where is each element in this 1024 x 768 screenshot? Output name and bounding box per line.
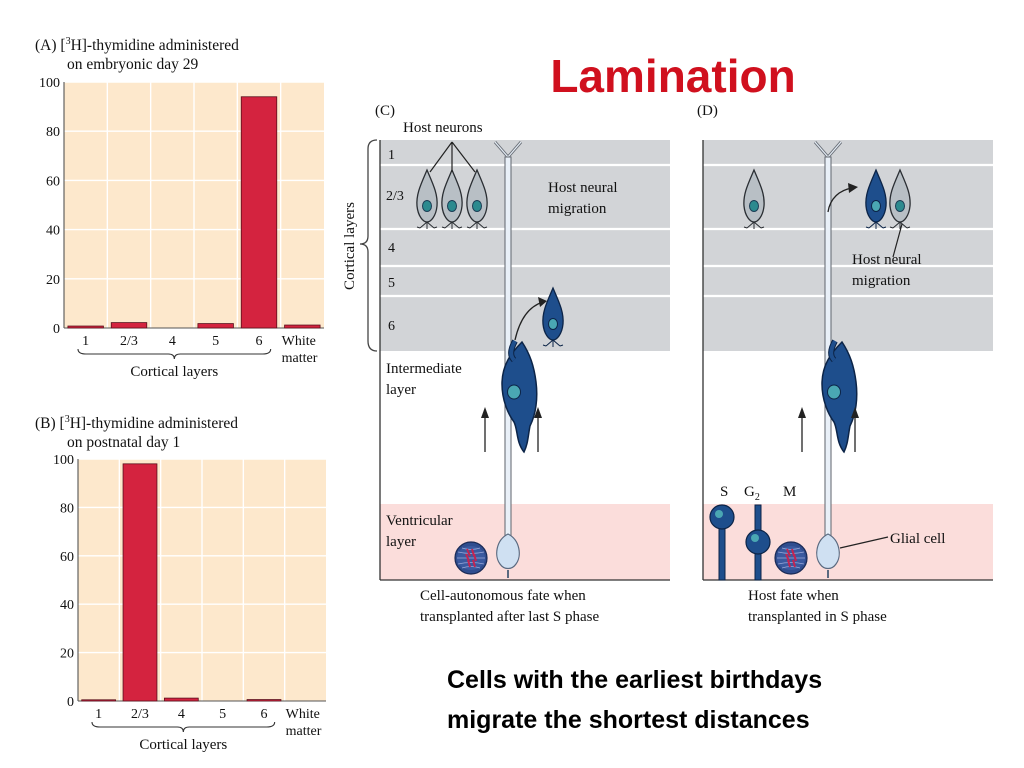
x-tick-label: 1 [82, 334, 89, 349]
phase-s-label: S [720, 484, 728, 500]
y-tick-label: 40 [60, 598, 74, 613]
x-tick-label: 5 [212, 334, 219, 349]
y-tick-label: 20 [46, 273, 60, 288]
x-tick-label: 6 [261, 707, 268, 722]
bar [240, 96, 278, 329]
bar [122, 463, 158, 702]
y-tick-label: 0 [67, 695, 74, 710]
panel-c-layer-lines [380, 163, 670, 298]
x-tick-label: 1 [95, 707, 102, 722]
x-tick-label: 5 [219, 707, 226, 722]
category-brace [91, 721, 276, 733]
panel-c-ventricular-band [380, 504, 670, 580]
panel-d-cortical-plate [703, 140, 993, 351]
bar [197, 323, 234, 329]
chart-b-title: (B) [3H]-thymidine administered [35, 414, 238, 432]
panel-c-label: (C) [375, 103, 395, 119]
cortical-layers-vertical-label: Cortical layers [342, 202, 358, 290]
y-tick-label: 60 [46, 174, 60, 189]
x-tick-label: 4 [178, 707, 185, 722]
y-tick-label: 100 [53, 453, 74, 468]
bar [246, 699, 282, 702]
slide-title: Lamination [550, 50, 795, 102]
chart-b: (B) [3H]-thymidine administered on postn… [35, 414, 326, 753]
panel-c-cortical-plate [380, 140, 670, 351]
glial-cell-label: Glial cell [890, 531, 945, 547]
panel-c-layer-1: 1 [388, 148, 395, 163]
host-neurons-label: Host neurons [403, 120, 483, 136]
phase-m-label: M [783, 484, 796, 500]
glial-cell-body [816, 533, 840, 570]
chart-a: (A) [3H]-thymidine administered on embry… [35, 36, 324, 380]
phase-g2-label: G2 [744, 484, 760, 503]
panel-c-dividing-cell [454, 541, 488, 575]
panel-c-layer-5: 5 [388, 276, 395, 291]
panel-c-up-arrows [481, 407, 542, 452]
x-axis-label: Cortical layers [139, 737, 227, 753]
panel-c-layer-23: 2/3 [386, 189, 404, 204]
y-tick-label: 100 [39, 76, 60, 91]
x-tick-label: 6 [256, 334, 263, 349]
bar [110, 322, 148, 329]
bar [284, 324, 321, 329]
panel-d-label: (D) [697, 103, 718, 119]
panel-c-radial-glia [493, 141, 523, 578]
category-brace [77, 348, 272, 360]
y-tick-label: 20 [60, 647, 74, 662]
m-phase-cell [774, 541, 808, 575]
bar [81, 699, 117, 702]
x-tick-label: 4 [169, 334, 176, 349]
chart-a-subtitle: on embryonic day 29 [67, 56, 199, 73]
y-tick-label: 80 [60, 501, 74, 516]
x-axis-label: Cortical layers [130, 364, 218, 380]
panel-d-layer-lines [703, 163, 993, 298]
y-tick-label: 40 [46, 224, 60, 239]
y-tick-label: 0 [53, 322, 60, 337]
panel-d: (D) [697, 103, 993, 625]
panel-c: (C) Host neurons 1 2/3 4 5 6 Host neural… [342, 103, 670, 625]
x-tick-label: 2/3 [131, 707, 149, 722]
panel-c-layer-6: 6 [388, 319, 395, 334]
bar [67, 325, 104, 329]
y-tick-label: 60 [60, 550, 74, 565]
chart-b-subtitle: on postnatal day 1 [67, 434, 180, 451]
cortical-layers-brace [359, 139, 378, 352]
y-tick-label: 80 [46, 125, 60, 140]
chart-a-title: (A) [3H]-thymidine administered [35, 36, 239, 54]
g2-phase-cell [745, 504, 771, 581]
panel-d-up-arrows [798, 407, 859, 452]
s-phase-cell [709, 504, 735, 581]
bar [163, 697, 199, 702]
x-tick-label: 2/3 [120, 334, 138, 349]
panel-c-layer-4: 4 [388, 241, 395, 256]
